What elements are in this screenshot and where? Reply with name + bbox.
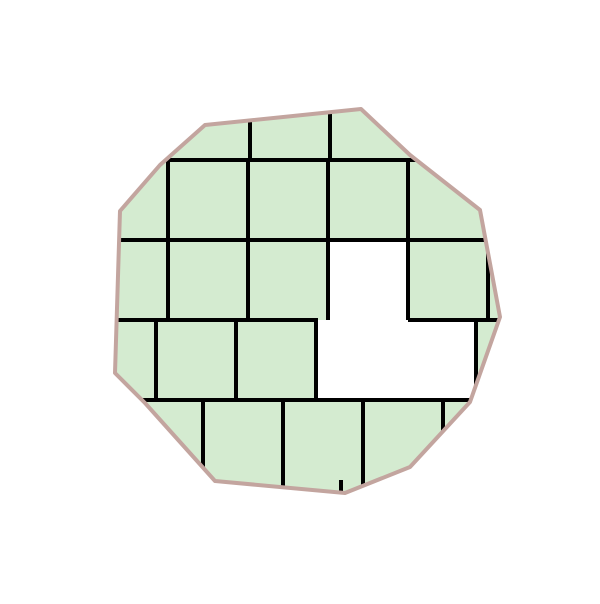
l-shaped-gap: [318, 240, 478, 400]
shape-outline: [113, 107, 502, 495]
